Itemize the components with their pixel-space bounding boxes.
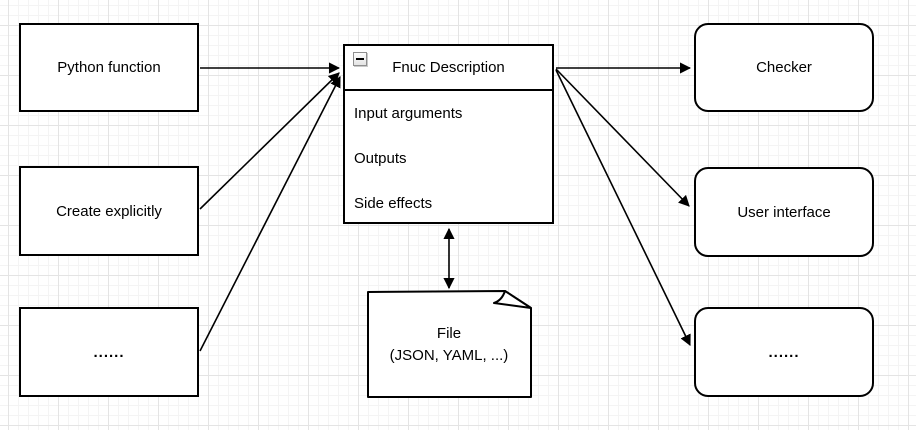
edge-description-to-ellipsis-right[interactable] <box>555 69 691 347</box>
edge-create-to-description[interactable] <box>199 72 340 210</box>
node-func-description[interactable]: Fnuc Description Input arguments Outputs… <box>343 44 554 224</box>
edge-description-to-user-interface[interactable] <box>555 68 690 207</box>
node-ellipsis-left-label: ...... <box>93 343 125 361</box>
node-create-explicitly[interactable]: Create explicitly <box>19 166 199 256</box>
node-user-interface[interactable]: User interface <box>694 167 874 257</box>
node-checker[interactable]: Checker <box>694 23 874 112</box>
node-python-function[interactable]: Python function <box>19 23 199 112</box>
file-note-fold-icon <box>493 290 532 309</box>
node-ellipsis-right-label: ...... <box>768 343 800 361</box>
node-checker-label: Checker <box>756 59 812 76</box>
edge-ellipsis-left-to-description[interactable] <box>199 76 341 352</box>
row-label: Outputs <box>354 150 407 167</box>
file-note-shape[interactable] <box>367 290 532 398</box>
func-description-row-side-effects[interactable]: Side effects <box>345 181 552 226</box>
node-ellipsis-right[interactable]: ...... <box>694 307 874 397</box>
node-user-interface-label: User interface <box>737 203 831 221</box>
func-description-header: Fnuc Description <box>345 46 552 91</box>
node-create-explicitly-label: Create explicitly <box>56 202 162 220</box>
row-label: Input arguments <box>354 105 463 122</box>
collapse-button[interactable] <box>353 52 367 66</box>
node-python-function-label: Python function <box>57 59 161 76</box>
func-description-title: Fnuc Description <box>392 59 505 76</box>
node-ellipsis-left[interactable]: ...... <box>19 307 199 397</box>
func-description-row-outputs[interactable]: Outputs <box>345 136 552 181</box>
func-description-row-input-arguments[interactable]: Input arguments <box>345 91 552 136</box>
minus-icon <box>356 58 364 60</box>
row-label: Side effects <box>354 195 433 212</box>
